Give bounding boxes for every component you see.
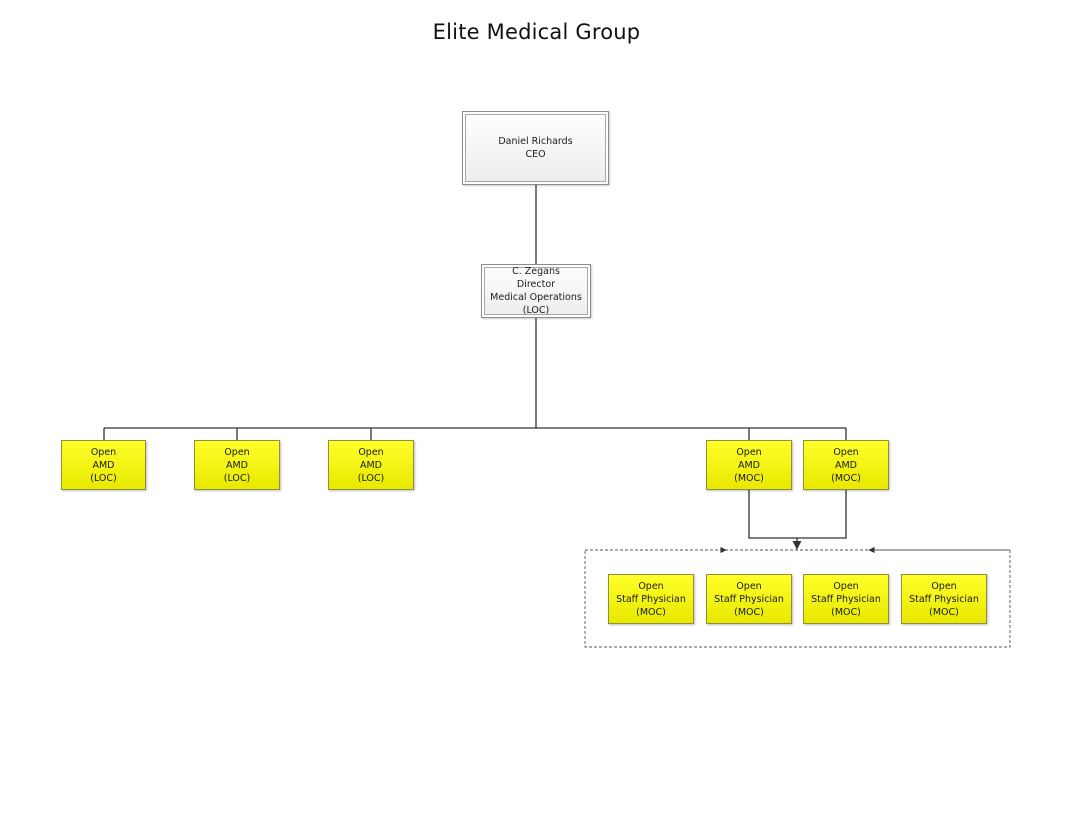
- physician-box-2: Open Staff Physician (MOC): [706, 574, 792, 624]
- amd-status: Open: [90, 446, 117, 458]
- amd-status: Open: [224, 446, 250, 458]
- amd-location: (LOC): [223, 472, 251, 484]
- amd-status: Open: [833, 446, 859, 458]
- amd-location: (LOC): [357, 472, 385, 484]
- physician-status: Open: [638, 580, 664, 592]
- amd-role: AMD: [359, 459, 382, 471]
- physician-box-1: Open Staff Physician (MOC): [608, 574, 694, 624]
- physician-status: Open: [833, 580, 859, 592]
- amd-location: (MOC): [831, 472, 861, 484]
- director-department: Medical Operations: [490, 292, 582, 303]
- amd-role: AMD: [737, 459, 760, 471]
- amd-box-3: Open AMD (LOC): [328, 440, 414, 490]
- amd-box-2: Open AMD (LOC): [194, 440, 280, 490]
- amd-status: Open: [736, 446, 762, 458]
- physician-location: (MOC): [929, 606, 959, 618]
- amd-status: Open: [358, 446, 384, 458]
- director-name: C. Zegans: [512, 266, 560, 277]
- physician-location: (MOC): [831, 606, 861, 618]
- physician-role: Staff Physician: [616, 593, 686, 605]
- amd-box-4: Open AMD (MOC): [706, 440, 792, 490]
- physician-location: (MOC): [636, 606, 666, 618]
- physician-location: (MOC): [734, 606, 764, 618]
- physician-role: Staff Physician: [811, 593, 881, 605]
- amd-box-5: Open AMD (MOC): [803, 440, 889, 490]
- physician-role: Staff Physician: [909, 593, 979, 605]
- ceo-name: Daniel Richards: [498, 136, 573, 147]
- moc-merge-line: [748, 490, 847, 539]
- director-to-amd-bus: [104, 318, 537, 429]
- amd-role: AMD: [92, 459, 115, 471]
- ceo-box: Daniel Richards CEO: [462, 111, 609, 185]
- amd-location: (LOC): [90, 472, 117, 484]
- physician-box-3: Open Staff Physician (MOC): [803, 574, 889, 624]
- physician-group-dashed-box: [584, 549, 1011, 648]
- physician-status: Open: [931, 580, 957, 592]
- amd-role: AMD: [834, 459, 857, 471]
- physician-box-4: Open Staff Physician (MOC): [901, 574, 987, 624]
- chart-title: Elite Medical Group: [432, 20, 641, 44]
- amd-location: (MOC): [734, 472, 764, 484]
- director-location: (LOC): [522, 305, 550, 316]
- director-title: Director: [516, 279, 556, 290]
- director-box: C. Zegans Director Medical Operations (L…: [481, 264, 591, 318]
- amd-role: AMD: [225, 459, 248, 471]
- physician-role: Staff Physician: [714, 593, 784, 605]
- ceo-title: CEO: [525, 149, 546, 160]
- amd-box-1: Open AMD (LOC): [61, 440, 146, 490]
- physician-status: Open: [736, 580, 762, 592]
